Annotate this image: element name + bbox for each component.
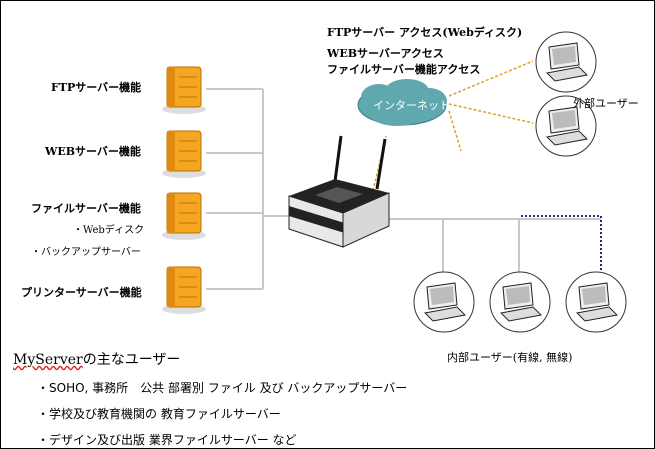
computer-icon [489,271,551,333]
access-label-web: WEBサーバーアクセス [327,47,444,60]
file-sub-webdisk: ・Webディスク [73,225,145,236]
access-label-ftp: FTPサーバー アクセス(Webディスク) [327,26,523,39]
server-icon [162,192,206,240]
main-users-rest: の主なユーザー [82,352,181,368]
server-label-file: ファイルサーバー機能 [31,202,141,215]
computer-icon [413,271,475,333]
external-users-label: 外部ユーザー [573,97,639,110]
user-bullet-3: ・デザイン及び出版 業界ファイルサーバー など [37,433,297,447]
router-icon [288,135,390,248]
internal-users-label: 内部ユーザー(有線, 無線) [447,351,573,364]
internet-ext-link-3 [448,110,462,152]
server-label-ftp: FTPサーバー機能 [51,81,142,94]
internet-ext-link-2 [448,103,534,124]
file-sub-backup: ・バックアップサーバー [31,247,141,258]
main-users-title: MyServerの主なユーザー [13,349,180,369]
computer-icon [535,31,597,93]
internet-label: インターネット [373,99,450,112]
brand-name: MyServer [13,352,83,368]
server-label-web: WEBサーバー機能 [45,145,141,158]
user-bullet-1: ・SOHO, 事務所 公共 部署別 ファイル 及び バックアップサーバー [37,381,408,395]
internet-ext-link-1 [448,60,534,97]
computer-icon [565,271,627,333]
computer-icon [535,95,597,157]
internet-cloud [357,79,447,126]
user-bullet-2: ・学校及び教育機関の 教育ファイルサーバー [37,407,281,421]
server-label-printer: プリンターサーバー機能 [21,286,142,299]
server-icon [162,130,206,178]
server-icon [162,66,206,114]
server-icon [162,266,206,314]
access-label-file: ファイルサーバー機能アクセス [327,63,481,76]
wireless-link [521,215,602,273]
